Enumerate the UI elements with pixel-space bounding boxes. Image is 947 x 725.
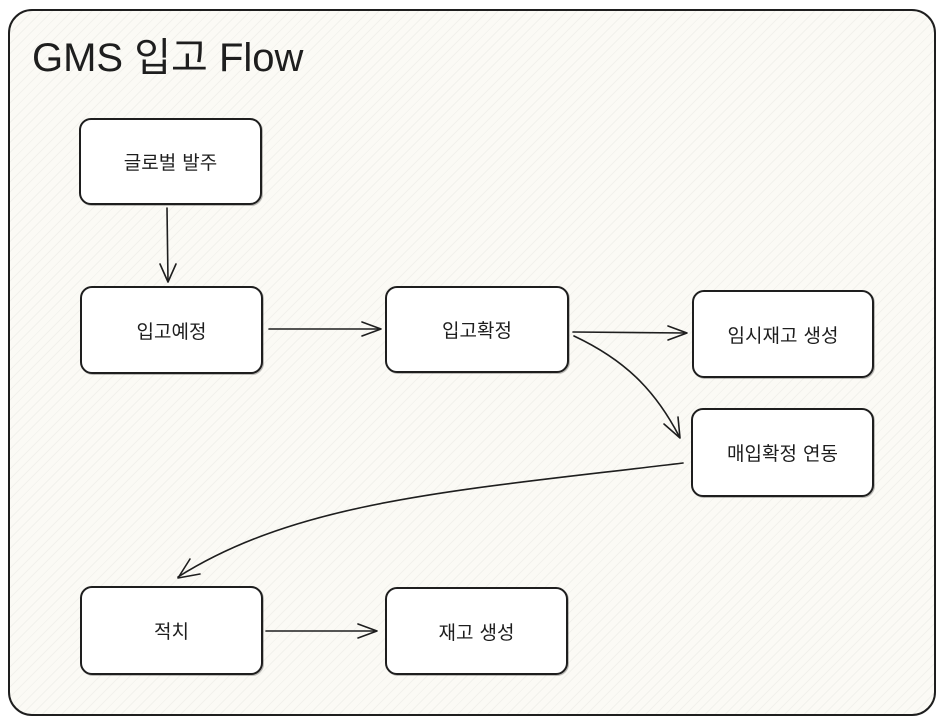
node-putaway-label: 적치	[154, 621, 189, 643]
arrowhead-putaway-to-stock-create	[357, 623, 378, 639]
edge-global-order-to-inbound-plan	[166, 207, 169, 282]
node-inbound-confirm[interactable]: 입고확정	[385, 286, 569, 373]
edge-inbound-confirm-to-temp-stock	[572, 331, 687, 334]
diagram-title: GMS 입고 Flow	[32, 36, 304, 80]
node-global-order[interactable]: 글로벌 발주	[79, 118, 262, 205]
node-inbound-plan-label: 입고예정	[136, 320, 207, 343]
node-purchase-confirm-label: 매입확정 연동	[727, 443, 838, 465]
node-temp-stock[interactable]: 임시재고 생성	[692, 290, 874, 378]
arrowhead-global-order-to-inbound-plan	[159, 263, 177, 283]
node-global-order-label: 글로벌 발주	[123, 152, 218, 174]
arrowhead-inbound-confirm-to-purchase-confirm	[663, 416, 681, 439]
node-purchase-confirm[interactable]: 매입확정 연동	[691, 408, 874, 497]
edge-purchase-confirm-to-putaway	[177, 462, 684, 578]
node-inbound-confirm-label: 입고확정	[442, 320, 512, 342]
node-stock-create-label: 재고 생성	[438, 621, 515, 644]
node-inbound-plan[interactable]: 입고예정	[80, 286, 263, 374]
node-temp-stock-label: 임시재고 생성	[727, 324, 839, 347]
node-putaway[interactable]: 적치	[80, 586, 263, 675]
edge-inbound-confirm-to-purchase-confirm	[573, 335, 680, 437]
arrowhead-purchase-confirm-to-putaway	[177, 558, 201, 579]
arrowhead-inbound-plan-to-inbound-confirm	[361, 321, 382, 337]
node-stock-create[interactable]: 재고 생성	[385, 587, 568, 675]
arrowhead-inbound-confirm-to-temp-stock	[667, 325, 688, 341]
